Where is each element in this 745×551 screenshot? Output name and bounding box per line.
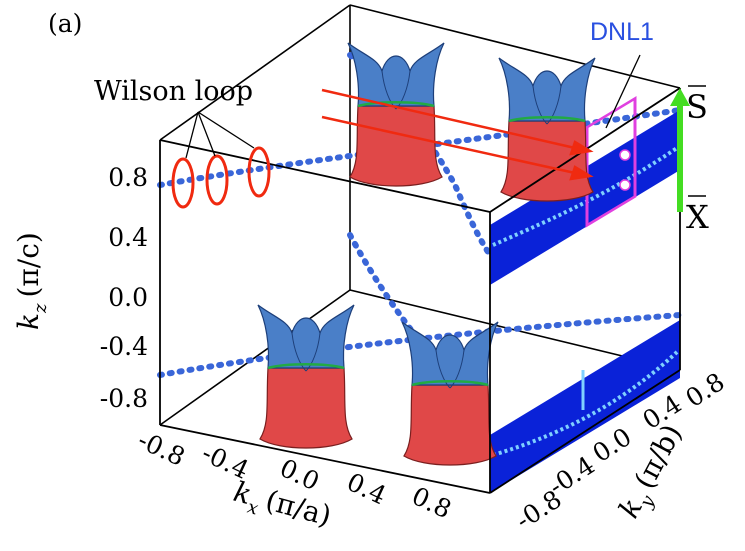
panel-label: (a) [48,9,82,38]
point-x-label: X [686,195,709,236]
kx-tick: 0.4 [342,467,390,510]
kz-tick: 0.8 [108,163,148,192]
dnl-label: DNL1 [590,18,654,46]
svg-text:kx(π/a): kx(π/a) [229,475,335,538]
point-s-label: S [686,85,708,126]
ky-tick: 0.8 [680,367,729,413]
green-arrow [670,88,690,212]
kx-tick: -0.8 [133,425,189,472]
wilson-pointer-lines [185,111,255,159]
kz-tick: 0.4 [108,223,148,252]
kz-tick: -0.4 [100,332,148,361]
right-face-panels [490,96,680,493]
kx-tick: 0.8 [407,481,455,524]
wilson-loop-ellipses [171,146,271,209]
kx-axis-title: kx(π/a) [229,475,335,538]
dnl-pointer-line [605,54,641,129]
svg-text:S: S [686,88,708,126]
kz-tick: -0.8 [100,384,148,413]
kz-tick-labels: 0.8 0.4 0.0 -0.4 -0.8 [100,163,148,413]
fermi-surfaces [256,41,597,467]
wilson-loop-label: Wilson loop [94,76,253,107]
svg-text:X: X [686,198,709,236]
red-arrows [321,88,594,181]
svg-text:kz(π/c): kz(π/c) [12,232,51,330]
kz-axis-title: kz(π/c) [12,232,51,330]
kz-tick: 0.0 [108,283,148,312]
